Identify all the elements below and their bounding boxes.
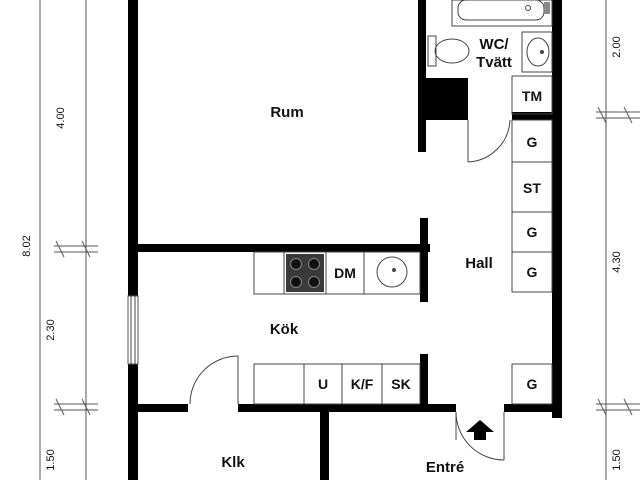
room-label-wc: WC/ [479, 36, 509, 53]
walls [128, 0, 562, 480]
entrance-door [455, 411, 505, 461]
fixture-label-g3: G [527, 264, 538, 280]
fixture-label-dm: DM [334, 265, 356, 281]
kitchen-sink [376, 256, 408, 288]
dim-left-top: 4.00 [55, 107, 67, 128]
room-label-hall: Hall [465, 255, 493, 272]
room-label-kok: Kök [270, 321, 299, 338]
bathtub [451, 0, 553, 27]
dim-right-mid: 4.30 [611, 251, 623, 272]
fixture-label-kf: K/F [351, 376, 374, 392]
room-label-wc-tvatt: Tvätt [476, 54, 512, 71]
kitchen-window [127, 295, 139, 365]
fixture-label-sk: SK [391, 376, 410, 392]
room-label-klk: Klk [221, 454, 245, 471]
fixture-label-u: U [318, 376, 328, 392]
fixture-label-g2: G [527, 224, 538, 240]
room-label-entre: Entré [426, 459, 464, 476]
fixture-label-g1: G [527, 134, 538, 150]
toilet [427, 35, 470, 67]
stove [286, 254, 324, 292]
dim-right-bottom: 1.50 [611, 449, 623, 470]
fixture-label-g4: G [527, 376, 538, 392]
fixture-label-tm: TM [522, 88, 542, 104]
dim-left-mid: 2.30 [45, 319, 57, 340]
dim-left-total: 8.02 [21, 235, 33, 256]
washbasin [521, 31, 553, 73]
kitchen-lower-counter [253, 363, 421, 405]
right-dimension-lines [596, 0, 640, 480]
bathroom-door [467, 119, 511, 163]
kitchen-door [189, 355, 239, 405]
entrance-arrow-icon [466, 420, 494, 440]
kitchen-upper-counter [253, 251, 421, 295]
dim-right-top: 2.00 [611, 36, 623, 57]
left-dimension-lines [39, 0, 98, 480]
hall-cabinets [511, 75, 553, 405]
dim-left-bottom: 1.50 [45, 449, 57, 470]
fixture-label-st: ST [523, 180, 541, 196]
room-label-rum: Rum [270, 104, 303, 121]
